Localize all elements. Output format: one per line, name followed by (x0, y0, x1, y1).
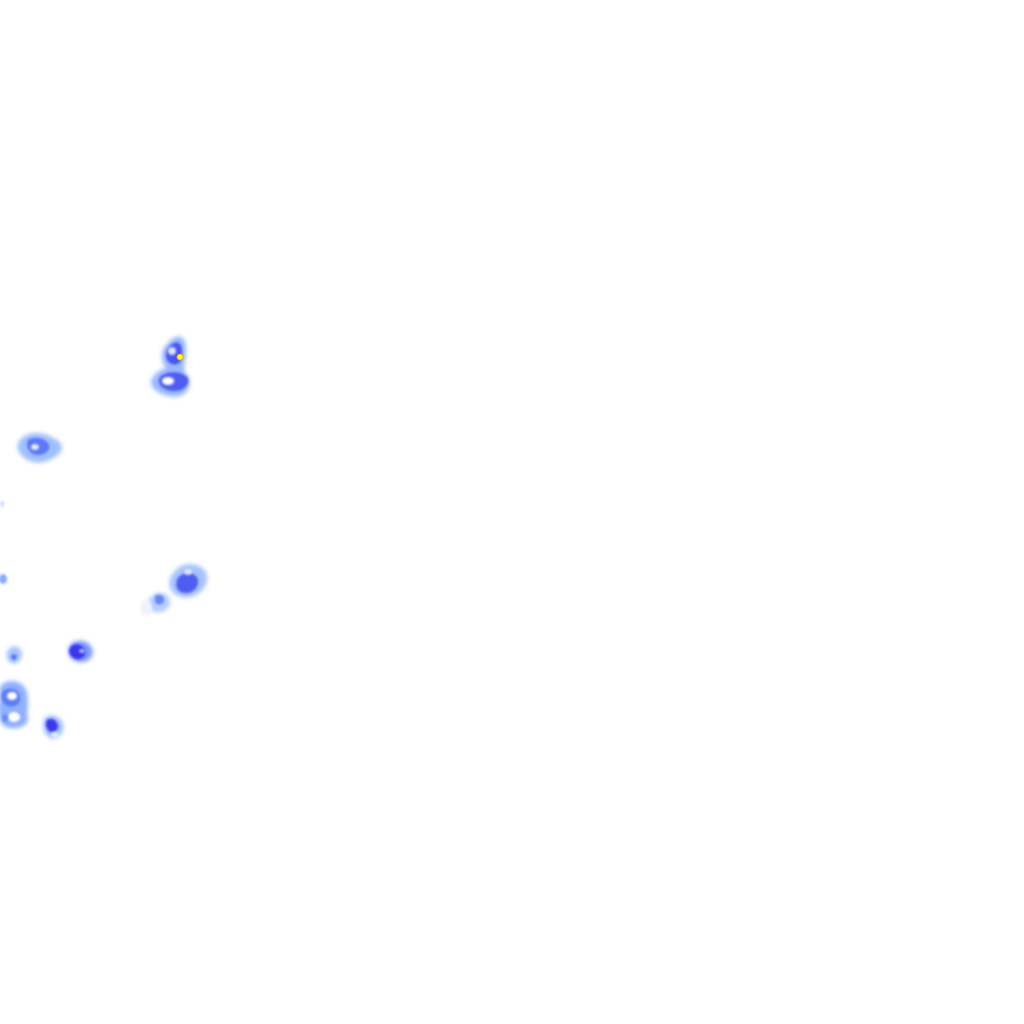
radar-cell-east (140, 564, 208, 616)
radar-cell-southwest-3 (0, 681, 28, 729)
radar-speck-left (0, 501, 7, 584)
radar-cell-southwest-4 (43, 715, 64, 739)
high-intensity-core (176, 353, 184, 361)
radar-cell-west (17, 433, 62, 463)
radar-cell-north (151, 336, 190, 397)
radar-cell-southwest-2 (6, 646, 23, 664)
radar-cell-southwest-1 (68, 640, 93, 663)
